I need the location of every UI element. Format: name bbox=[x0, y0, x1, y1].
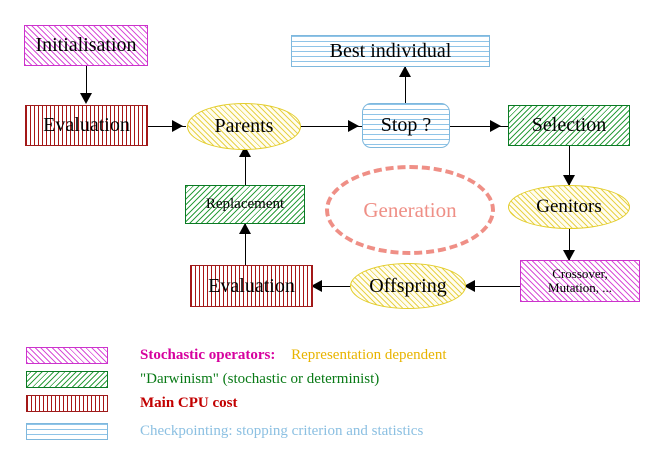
legend-row-main-cpu-cost: Main CPU cost bbox=[26, 392, 238, 414]
connector-eval-to-parents bbox=[148, 126, 186, 127]
legend-swatch-magenta-diagonal-hatch bbox=[26, 346, 108, 364]
legend-label-group-stochastic: Stochastic operators: Representation dep… bbox=[140, 347, 447, 364]
arrow-stop-to-best bbox=[399, 66, 411, 77]
legend-label-stochastic-operators: Stochastic operators: bbox=[140, 346, 276, 363]
node-selection-label: Selection bbox=[531, 114, 607, 136]
legend-swatch-green-diagonal-hatch bbox=[26, 370, 108, 388]
legend-row-checkpointing: Checkpointing: stopping criterion and st… bbox=[26, 420, 423, 442]
arrow-replacement-to-parents bbox=[239, 146, 251, 157]
connector-stop-to-best bbox=[405, 67, 406, 105]
node-offspring-label: Offspring bbox=[369, 274, 447, 297]
node-offspring[interactable]: Offspring bbox=[350, 263, 466, 309]
connector-operators-to-offspring bbox=[466, 286, 520, 287]
node-selection[interactable]: Selection bbox=[508, 105, 630, 146]
node-generation: Generation bbox=[325, 165, 495, 255]
connector-genitors-to-operators bbox=[569, 228, 570, 262]
node-parents[interactable]: Parents bbox=[187, 103, 301, 150]
arrow-eval-to-parents bbox=[172, 120, 183, 132]
legend: Stochastic operators: Representation dep… bbox=[0, 336, 662, 456]
node-evaluation-top[interactable]: Evaluation bbox=[25, 105, 148, 146]
legend-label-main-cpu-cost: Main CPU cost bbox=[140, 394, 238, 411]
node-operators-label-line1: Crossover, bbox=[552, 266, 608, 282]
node-initialisation[interactable]: Initialisation bbox=[24, 25, 148, 66]
legend-row-stochastic-operators: Stochastic operators: Representation dep… bbox=[26, 344, 447, 366]
node-parents-label: Parents bbox=[214, 115, 274, 137]
connector-replacement-to-parents bbox=[245, 148, 246, 186]
legend-label-representation-dependent: Representation dependent bbox=[291, 346, 447, 363]
connector-init-to-eval bbox=[86, 66, 87, 96]
node-evaluation-bottom-label: Evaluation bbox=[208, 274, 295, 297]
node-best-individual[interactable]: Best individual bbox=[291, 35, 490, 67]
node-initialisation-label: Initialisation bbox=[35, 34, 137, 56]
arrow-init-to-eval bbox=[80, 93, 92, 104]
node-operators-label-line2: Mutation, ... bbox=[548, 280, 612, 295]
node-replacement-label: Replacement bbox=[205, 195, 285, 212]
arrow-operators-to-offspring bbox=[464, 280, 475, 292]
connector-stop-to-selection bbox=[450, 126, 508, 127]
legend-swatch-red-vertical-lines bbox=[26, 394, 108, 412]
legend-row-darwinism: "Darwinism" (stochastic or determinist) bbox=[26, 368, 379, 390]
arrow-offspring-to-eval bbox=[311, 280, 322, 292]
arrow-parents-to-stop bbox=[348, 120, 359, 132]
arrow-genitors-to-operators bbox=[563, 250, 575, 261]
legend-label-checkpointing: Checkpointing: stopping criterion and st… bbox=[140, 422, 424, 439]
connector-parents-to-stop bbox=[300, 126, 362, 127]
node-genitors-label: Genitors bbox=[536, 196, 602, 218]
node-stop-label: Stop ? bbox=[380, 114, 432, 136]
node-stop[interactable]: Stop ? bbox=[362, 103, 450, 148]
arrow-selection-to-genitors bbox=[563, 175, 575, 186]
node-best-individual-label: Best individual bbox=[329, 39, 452, 62]
node-operators[interactable]: Crossover, Mutation, ... bbox=[520, 260, 640, 302]
node-genitors[interactable]: Genitors bbox=[508, 185, 630, 229]
node-evaluation-top-label: Evaluation bbox=[43, 114, 130, 136]
arrow-eval-to-replacement bbox=[239, 223, 251, 234]
connector-offspring-to-eval bbox=[313, 286, 356, 287]
node-evaluation-bottom[interactable]: Evaluation bbox=[190, 265, 313, 307]
legend-swatch-blue-horizontal-lines bbox=[26, 422, 108, 440]
node-replacement[interactable]: Replacement bbox=[185, 185, 305, 224]
legend-label-darwinism: "Darwinism" (stochastic or determinist) bbox=[140, 370, 380, 387]
node-generation-label: Generation bbox=[363, 197, 457, 222]
connector-selection-to-genitors bbox=[569, 146, 570, 186]
arrow-stop-to-selection bbox=[490, 120, 501, 132]
connector-eval-to-replacement bbox=[245, 224, 246, 266]
